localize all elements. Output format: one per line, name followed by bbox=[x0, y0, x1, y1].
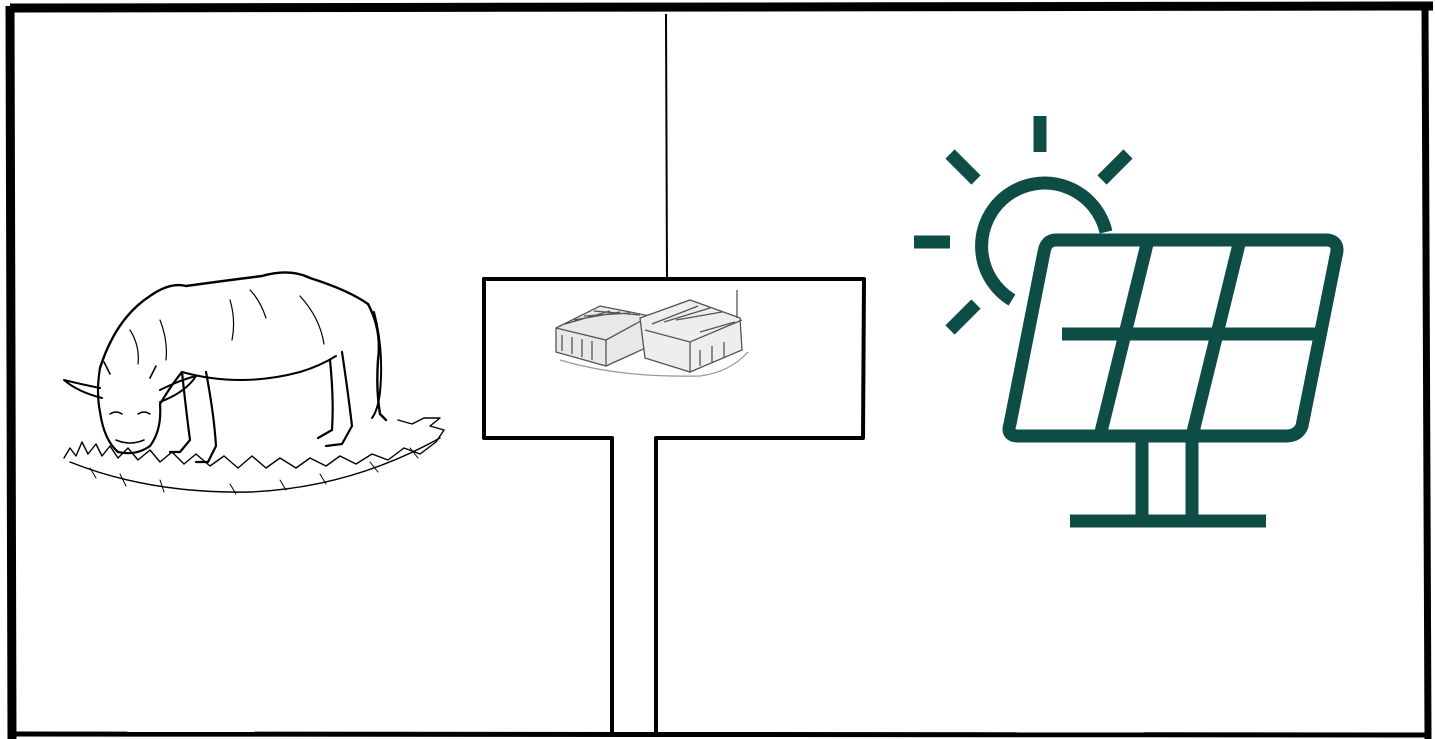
solar-panel-icon bbox=[914, 116, 1344, 528]
outer-frame bbox=[5, 1, 1434, 739]
cow-icon bbox=[63, 271, 445, 495]
farm-building-icon bbox=[555, 290, 749, 377]
sign-board bbox=[482, 277, 866, 736]
hanging-wire bbox=[665, 13, 668, 280]
